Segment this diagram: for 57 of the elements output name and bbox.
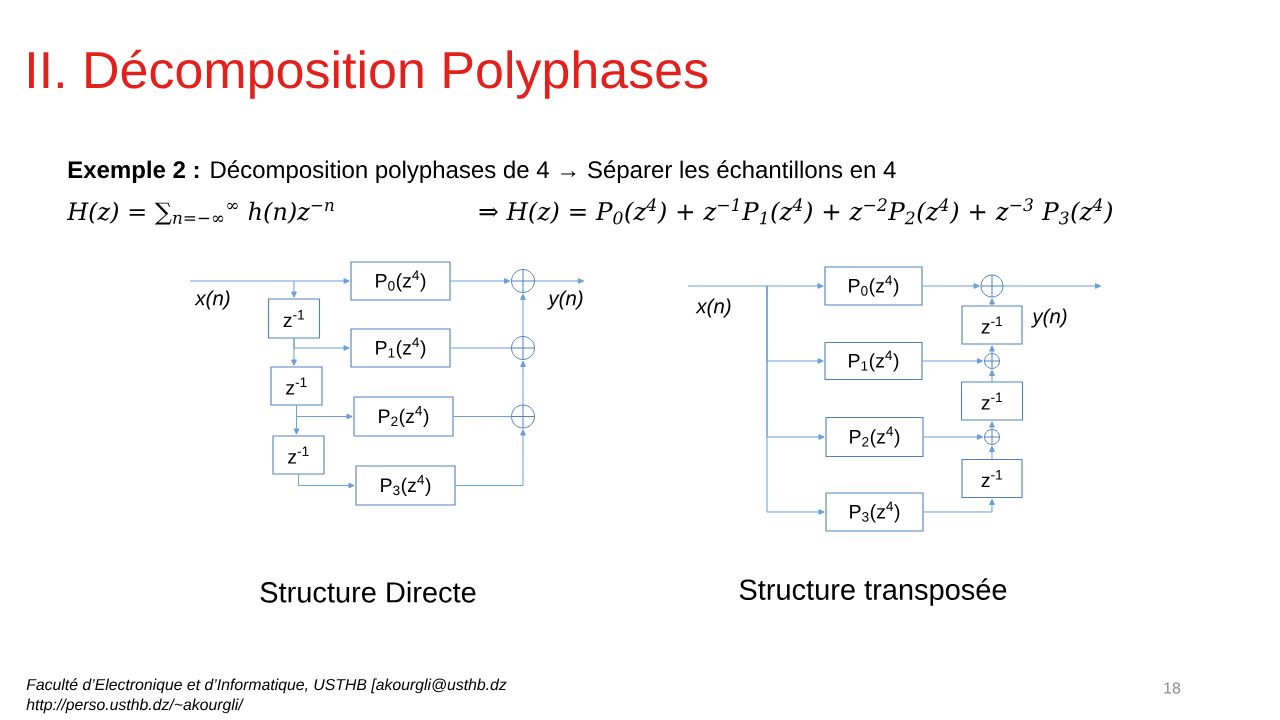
arrow — [989, 445, 995, 460]
arrow — [455, 429, 526, 486]
adder-circle — [984, 353, 1000, 369]
filter-box: P$_{1}$(z$^{4}$) — [824, 341, 923, 381]
footer-text: http://perso.usthb.dz/~akourgli/ — [26, 698, 245, 714]
slide-title: II. Décomposition Polyphases — [29, 49, 708, 99]
formula: ⇒ H(z) = P$_{0}$(z$^{4}$) + z$^{−1}$P$_{1}$(z$^{4}$) + z$^{−2}$P$_{2}$(z$^{4}$) + z$^{−3}$ P$_{3}$(z$^{4}$) — [479, 198, 1112, 225]
connector-line — [450, 347, 512, 349]
filter-box: P$_{3}$(z$^{4}$) — [355, 465, 456, 506]
example-text: Exemple 2 : Décomposition polyphases de 4 → Séparer les échantillons en 4 — [68, 160, 896, 183]
filter-box: P$_{2}$(z$^{4}$) — [825, 416, 924, 458]
footer-text: Faculté d’Electronique et d’Informatique, USTHB [akourgli@usthb.dz — [26, 678, 507, 694]
delay-box: z$^{-1}$ — [960, 381, 1024, 421]
signal-label: x(n) — [194, 290, 230, 310]
arrow — [450, 278, 511, 284]
arrow — [291, 280, 297, 298]
delay-box: z$^{-1}$ — [267, 298, 321, 339]
diagram-caption: Structure Directe — [260, 581, 476, 603]
arrow — [923, 498, 995, 513]
arrow — [766, 285, 825, 515]
arrow — [1003, 283, 1102, 289]
arrow — [189, 278, 350, 284]
adder-circle — [984, 429, 1000, 445]
arrow — [989, 345, 995, 354]
page-number: 18 — [1164, 682, 1181, 694]
delay-box: z$^{-1}$ — [270, 366, 323, 406]
arrow — [922, 283, 980, 289]
diagram-caption: Structure transposée — [739, 578, 1007, 606]
filter-box: P$_{1}$(z$^{4}$) — [350, 328, 451, 368]
delay-box: z$^{-1}$ — [961, 458, 1023, 499]
arrow — [922, 358, 984, 364]
delay-box: z$^{-1}$ — [272, 435, 325, 475]
connector-line — [453, 416, 512, 417]
arrow — [298, 474, 355, 489]
signal-label: y(n) — [547, 290, 583, 310]
formula: H(z) = ∑$_{n=−∞}$$^{∞}$ h(n)z$^{−n}$ — [66, 201, 334, 225]
arrow — [534, 278, 585, 284]
delay-box: z$^{-1}$ — [961, 305, 1023, 345]
arrow — [291, 338, 297, 366]
adder-circle — [980, 274, 1004, 298]
arrow — [989, 298, 995, 306]
signal-label: y(n) — [1031, 308, 1067, 328]
arrow — [923, 434, 984, 440]
adder-circle — [511, 336, 535, 360]
arrow — [293, 405, 300, 435]
filter-box: P$_{0}$(z$^{4}$) — [350, 261, 451, 301]
adder-circle — [511, 404, 535, 429]
filter-box: P$_{2}$(z$^{4}$) — [353, 396, 454, 437]
adder-circle — [511, 269, 535, 293]
filter-box: P$_{0}$(z$^{4}$) — [824, 266, 923, 306]
filter-box: P$_{3}$(z$^{4}$) — [825, 492, 924, 532]
signal-label: x(n) — [695, 298, 731, 318]
arrow — [520, 293, 526, 337]
arrow — [687, 283, 824, 289]
arrow — [989, 421, 995, 430]
arrow — [989, 369, 995, 382]
arrow — [520, 360, 526, 405]
